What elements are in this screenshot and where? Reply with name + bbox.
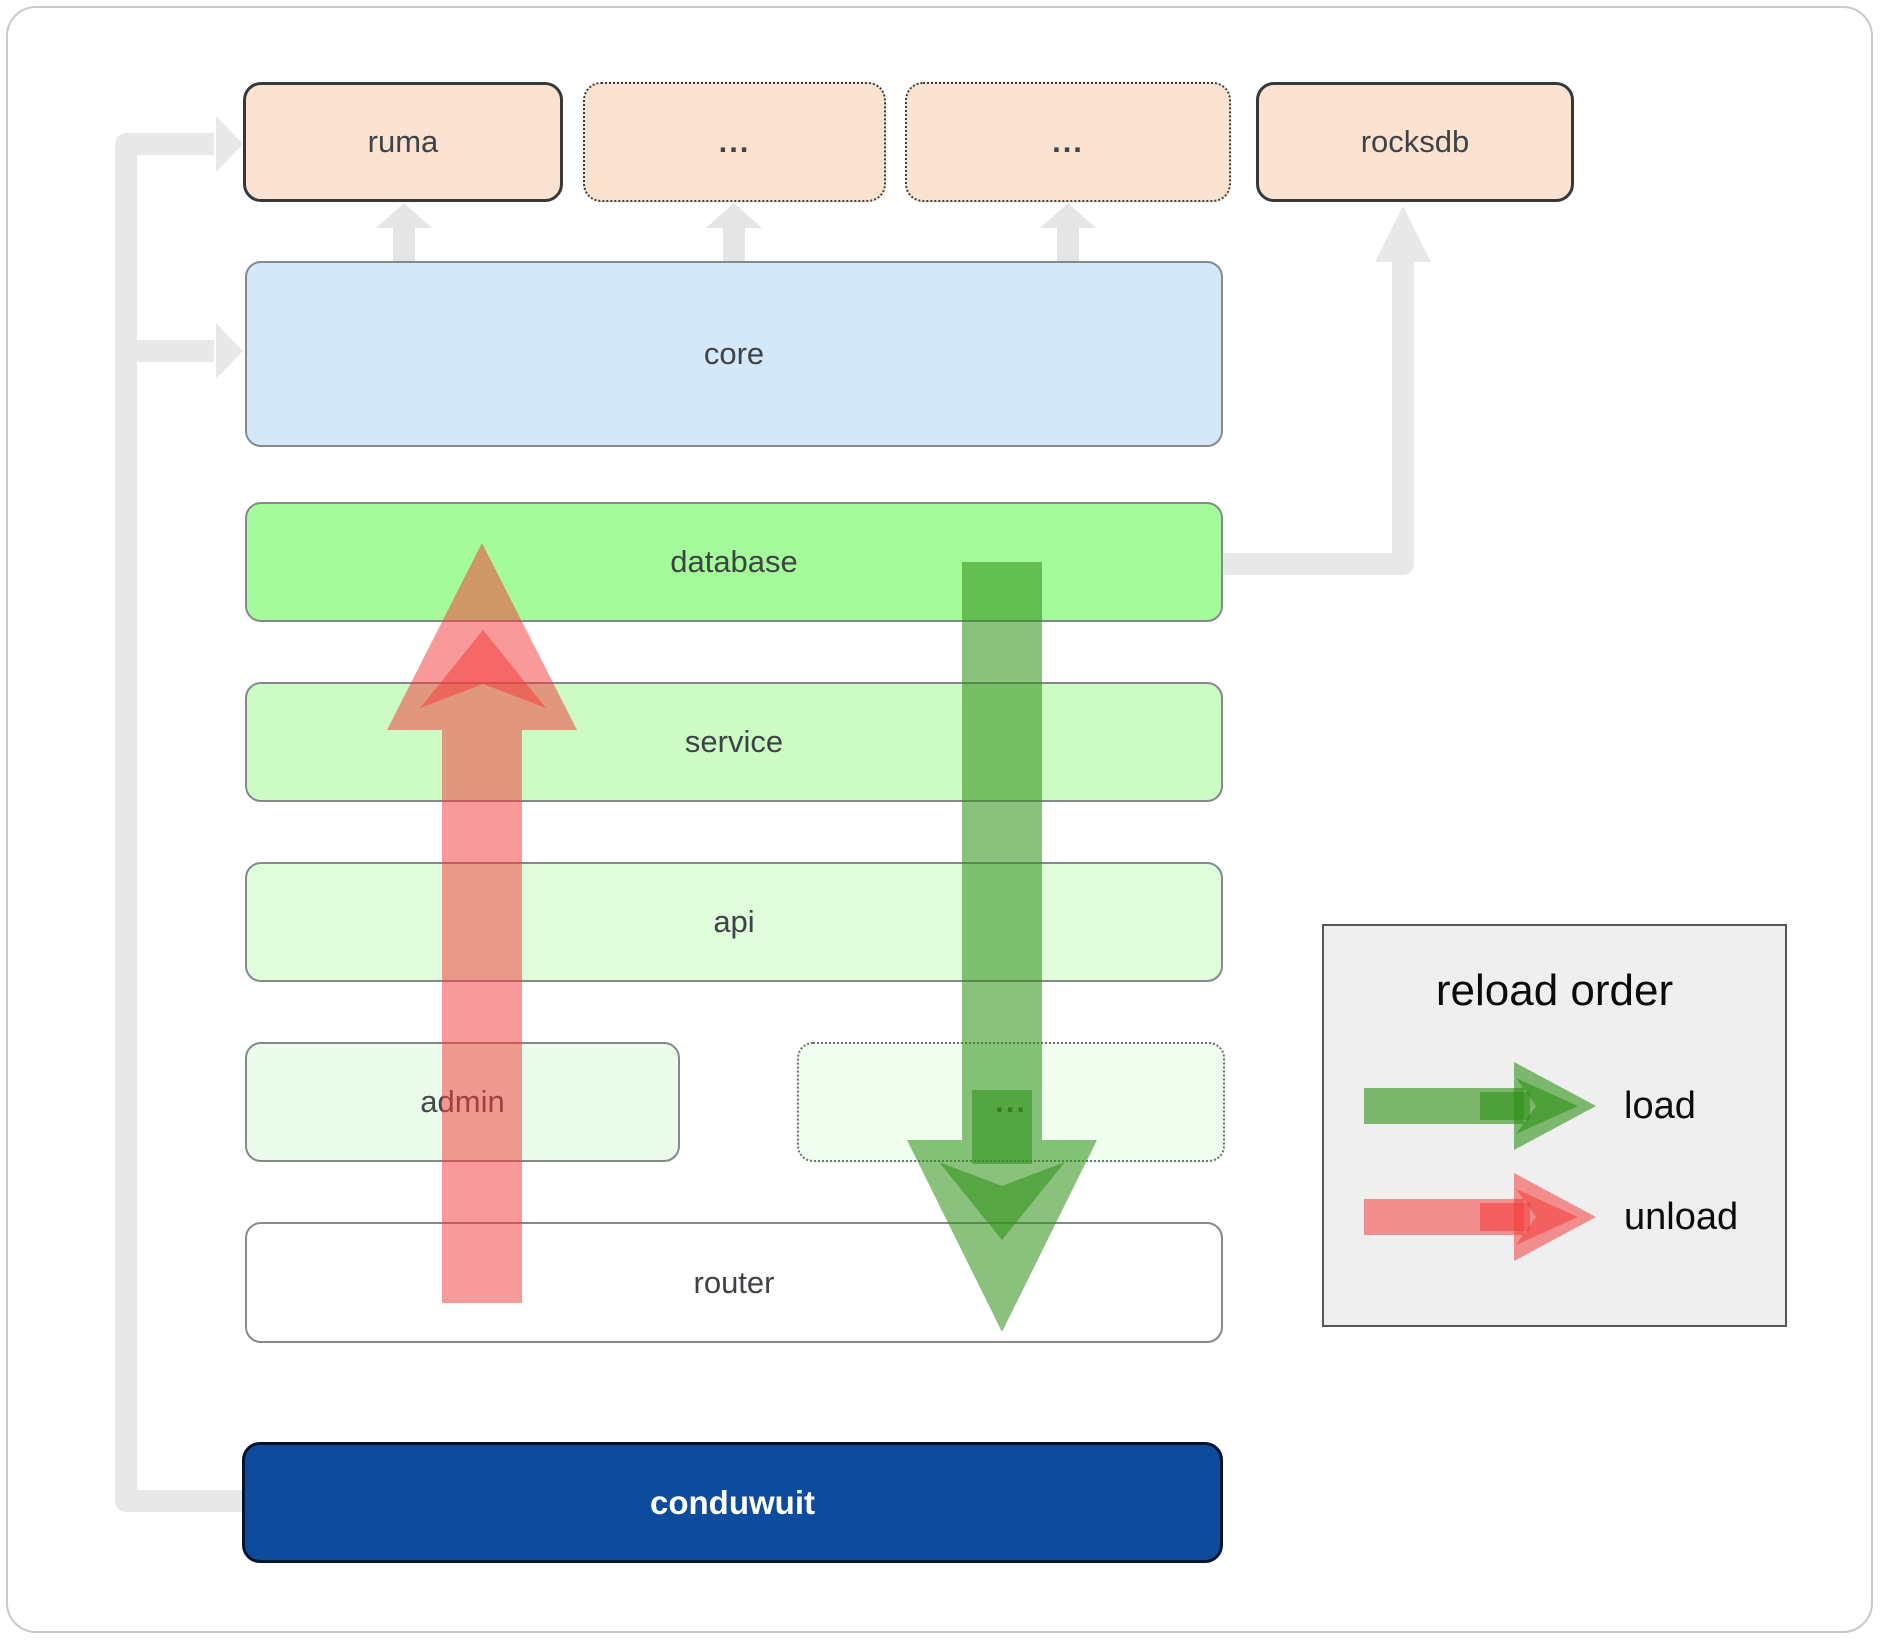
core-to-ellipsis1-arrowhead — [706, 203, 762, 228]
arrowhead-into-rocksdb — [1375, 206, 1431, 262]
node-api-label: api — [713, 904, 755, 939]
node-conduwuit: conduwuit — [242, 1442, 1223, 1563]
core-to-ruma-arrowhead — [376, 203, 432, 228]
core-to-ellipsis1-arrow-shaft — [723, 226, 745, 262]
node-database: database — [245, 502, 1223, 622]
node-ellipsis-top-1: ... — [583, 82, 886, 202]
legend-load-label: load — [1624, 1084, 1696, 1127]
core-to-ruma-arrow-shaft — [393, 226, 415, 262]
core-to-ellipsis2-arrowhead — [1040, 203, 1096, 228]
unload-arrow-icon — [1364, 1173, 1596, 1261]
legend-title: reload order — [1435, 966, 1674, 1015]
canvas-border — [6, 6, 1873, 1633]
arrowhead-into-ruma — [216, 116, 243, 172]
legend-reload-order: reload order load unload — [1322, 924, 1787, 1327]
node-core: core — [245, 261, 1223, 447]
node-ruma: ruma — [243, 82, 563, 202]
node-core-label: core — [703, 336, 765, 371]
database-to-rocksdb-connector — [1222, 262, 1414, 575]
conduwuit-to-ruma-connector — [115, 133, 246, 1512]
node-ellipsis-mid: ... — [797, 1042, 1225, 1162]
core-to-ellipsis2-arrow-shaft — [1057, 226, 1079, 262]
node-ellipsis-top-2-label: ... — [1052, 124, 1084, 159]
node-ellipsis-mid-label: ... — [995, 1084, 1027, 1119]
node-ellipsis-top-1-label: ... — [718, 124, 751, 159]
node-api: api — [245, 862, 1223, 982]
node-database-label: database — [670, 544, 798, 579]
legend-unload-label: unload — [1624, 1195, 1739, 1238]
node-ruma-label: ruma — [367, 124, 439, 159]
node-rocksdb: rocksdb — [1256, 82, 1574, 202]
load-arrow-icon — [1364, 1062, 1596, 1150]
node-ellipsis-top-2: ... — [905, 82, 1231, 202]
node-router-label: router — [693, 1264, 775, 1300]
node-admin: admin — [245, 1042, 680, 1162]
node-service-label: service — [684, 724, 784, 759]
node-service: service — [245, 682, 1223, 802]
node-admin-label: admin — [420, 1084, 505, 1119]
arrowhead-into-core — [216, 323, 243, 379]
node-rocksdb-label: rocksdb — [1360, 124, 1470, 159]
node-router: router — [245, 1222, 1223, 1343]
node-conduwuit-label: conduwuit — [650, 1483, 815, 1521]
